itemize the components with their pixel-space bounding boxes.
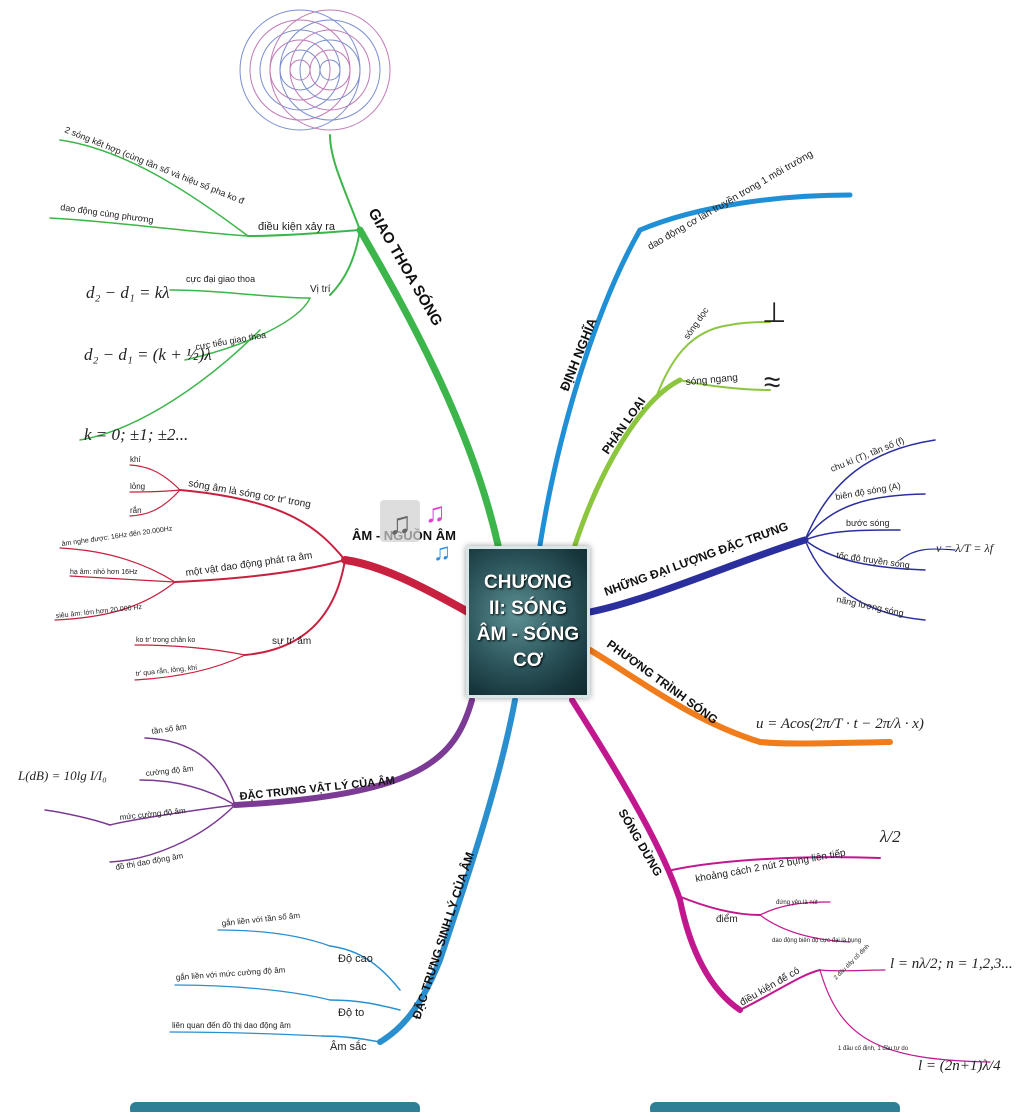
branch-dinh-nghia xyxy=(537,192,853,548)
phan-loai-doc: sóng dọc xyxy=(681,305,710,341)
giao-thoa-vi-tri: Vị trí xyxy=(310,284,331,295)
sinh-ly-texts: ĐẶC TRƯNG SINH LÝ CỦA ÂM Độ cao gắn liền… xyxy=(172,850,477,1053)
svg-text:♫: ♫ xyxy=(433,539,451,566)
center-topic-title: CHƯƠNG II: SÓNG ÂM - SÓNG CƠ xyxy=(476,572,580,671)
formula-k: k = 0; ±1; ±2... xyxy=(84,425,188,444)
branch-song-dung xyxy=(569,697,991,1063)
song-dung-texts: SÓNG DỪNG khoảng cách 2 nút 2 bụng liên … xyxy=(615,806,1012,1074)
sinh-ly-do-to: Độ to xyxy=(338,1007,364,1019)
svg-text:♫: ♫ xyxy=(388,505,412,541)
formula-dk-hai-dau: l = nλ/2; n = 1,2,3... xyxy=(890,956,1013,972)
am-l2c: siêu âm: lớn hơn 20.000 Hz xyxy=(55,604,142,620)
am-l1c: rắn xyxy=(130,506,142,515)
formula-khoang-cach: λ/2 xyxy=(879,827,901,846)
center-topic-box: CHƯƠNG II: SÓNG ÂM - SÓNG CƠ xyxy=(466,546,590,698)
giao-thoa-dieu-kien: điều kiện xảy ra xyxy=(258,221,336,233)
dai-luong-e: năng lượng sóng xyxy=(836,594,905,618)
formula-cuc-tieu: d₂ − d₁ = (k + ½)λ xyxy=(84,345,212,364)
song-dung-dk-a: 2 đầu dây cố định xyxy=(833,944,871,982)
song-ngang-symbol-icon: ≈ xyxy=(764,366,780,399)
song-dung-dk-b: 1 đầu cố định, 1 đầu tự do xyxy=(838,1046,909,1052)
am-l3a: ko tr' trong chân ko xyxy=(136,637,195,644)
dai-luong-d: tốc độ truyền sóng xyxy=(836,550,911,570)
dai-luong-b: biên độ sóng (A) xyxy=(835,481,902,502)
sinh-ly-do-cao: Độ cao xyxy=(338,953,373,965)
formula-phuong-trinh: u = Acos(2π/T · t − 2π/λ · x) xyxy=(756,716,924,732)
formula-cuc-dai: d₂ − d₁ = kλ xyxy=(86,283,170,302)
song-doc-symbol-icon: ⊥ xyxy=(762,297,786,328)
formula-muc-cuong-do: L(dB) = 10lg I/I₀ xyxy=(17,768,107,783)
branch-am-nguon-am xyxy=(54,464,472,681)
branch-label-dai-luong: NHỮNG ĐẠI LƯỢNG ĐẶC TRƯNG xyxy=(602,518,790,599)
vat-ly-b: cường độ âm xyxy=(145,764,194,778)
branch-vat-ly xyxy=(44,697,475,863)
am-l2: một vật dao động phát ra âm xyxy=(185,550,313,579)
am-l3: sự tr' âm xyxy=(272,636,311,647)
phuong-trinh-texts: PHƯƠNG TRÌNH SÓNG u = Acos(2π/T · t − 2π… xyxy=(604,636,924,732)
branch-dai-luong xyxy=(586,439,956,621)
vat-ly-c: mức cường độ âm xyxy=(119,806,186,822)
dinh-nghia-texts: ĐỊNH NGHĨA dao động cơ lan truyền trong … xyxy=(557,148,815,393)
branch-sinh-ly xyxy=(169,697,518,1045)
am-l3b: tr' qua rắn, lỏng, khí xyxy=(135,663,197,678)
branch-phan-loai xyxy=(572,321,771,548)
music-note-icon: ♫ ♫ ♫ xyxy=(380,497,451,566)
formula-dk-mot-dau: l = (2n+1)λ/4 xyxy=(918,1058,1001,1074)
sinh-ly-am-sac: Âm sắc xyxy=(330,1040,367,1053)
sinh-ly-do-cao-desc: gắn liền với tần số âm xyxy=(221,911,300,928)
sinh-ly-do-to-desc: gắn liền với mức cường độ âm xyxy=(176,965,286,982)
sinh-ly-am-sac-desc: liên quan đến đồ thị dao động âm xyxy=(172,1021,291,1030)
dai-luong-c: bước sóng xyxy=(846,518,889,528)
dai-luong-a: chu kì (T), tần số (f) xyxy=(829,435,906,474)
branch-giao-thoa xyxy=(49,134,502,549)
interference-pattern-image xyxy=(239,9,391,131)
song-dung-khoang-cach: khoảng cách 2 nút 2 bụng liên tiếp xyxy=(694,847,847,885)
dinh-nghia-desc: dao động cơ lan truyền trong 1 môi trườn… xyxy=(646,148,816,253)
svg-text:♫: ♫ xyxy=(425,497,446,528)
am-l1b: lỏng xyxy=(130,482,145,491)
phan-loai-ngang: sóng ngang xyxy=(685,372,738,388)
phan-loai-texts: PHÂN LOẠI sóng dọc sóng ngang ⊥ ≈ xyxy=(598,297,786,457)
vat-ly-a: tần số âm xyxy=(151,722,187,736)
branch-phuong-trinh xyxy=(587,647,893,747)
am-l1a: khí xyxy=(130,455,141,464)
giao-thoa-cuc-dai: cực đại giao thoa xyxy=(186,274,255,284)
am-l2a: âm nghe được: 16Hz đến 20.000Hz xyxy=(61,523,173,548)
am-nguon-texts: ÂM - NGUỒN ÂM sóng âm là sóng cơ tr' tro… xyxy=(55,455,456,678)
am-l2b: hạ âm: nhỏ hơn 16Hz xyxy=(70,568,138,576)
vat-ly-d: đồ thị dao động âm xyxy=(115,851,184,872)
song-dung-diem: điểm xyxy=(716,913,738,925)
giao-thoa-kt1: 2 sóng kết hợp (cùng tần số và hiệu số p… xyxy=(63,125,245,206)
branch-label-sinh-ly: ĐẶC TRƯNG SINH LÝ CỦA ÂM xyxy=(409,850,477,1021)
giao-thoa-kt2: dao động cùng phương xyxy=(60,202,154,225)
formula-van-toc: v = λ/T = λf xyxy=(936,541,995,555)
branch-label-phan-loai: PHÂN LOẠI xyxy=(598,394,648,457)
branch-label-phuong-trinh: PHƯƠNG TRÌNH SÓNG xyxy=(604,636,721,727)
bottom-decoration xyxy=(130,1102,900,1116)
song-dung-diem-b: dao động biên độ cực đại là bụng xyxy=(772,938,861,944)
song-dung-diem-a: đứng yên là nút xyxy=(776,900,818,906)
song-dung-dieu-kien: điều kiện để có xyxy=(738,964,803,1008)
am-l1: sóng âm là sóng cơ tr' trong xyxy=(187,478,311,510)
